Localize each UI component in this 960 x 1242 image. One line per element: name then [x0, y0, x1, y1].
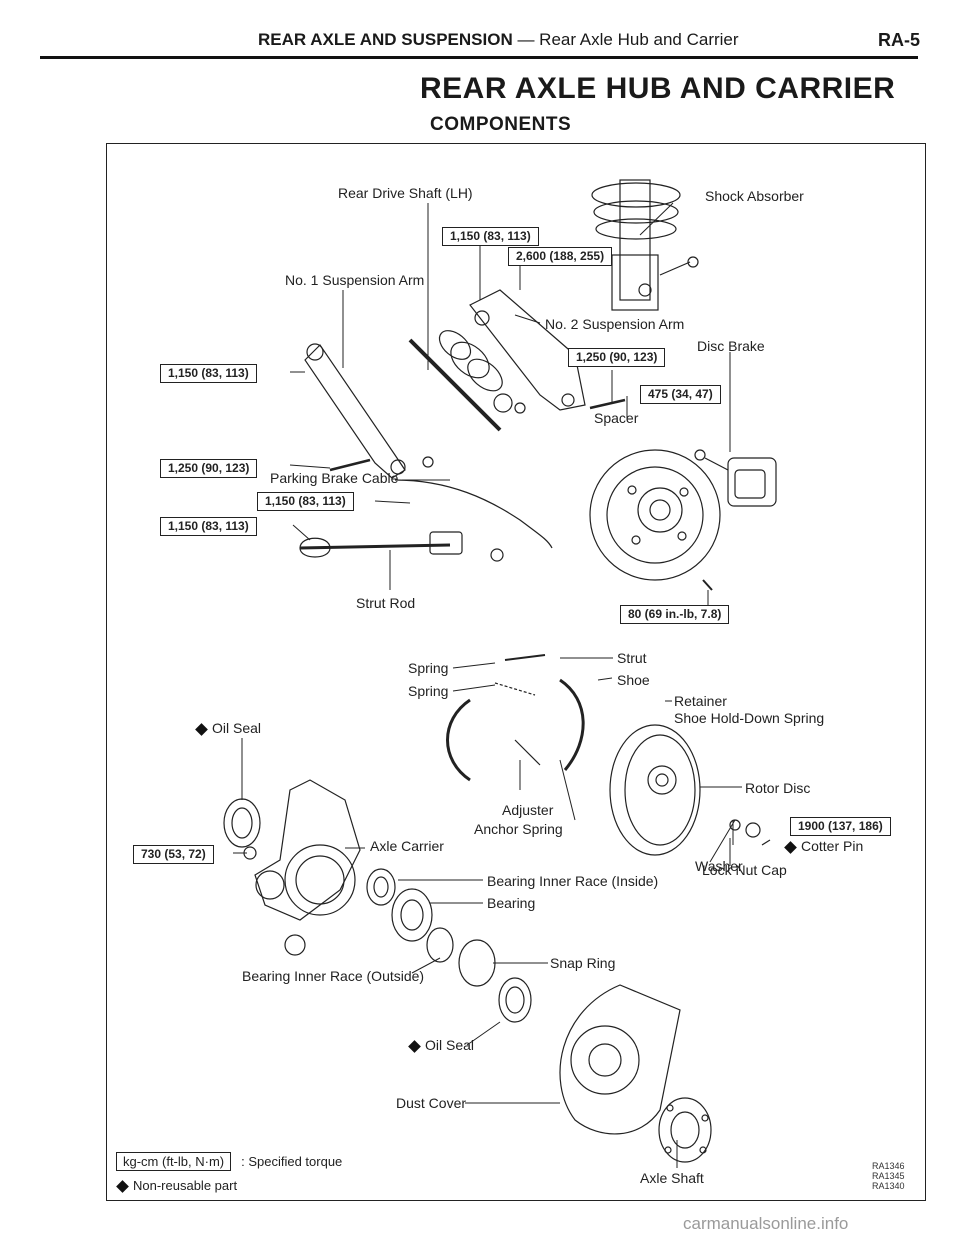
label-oil-seal-lower-text: Oil Seal [425, 1037, 475, 1053]
legend-nonreusable-text: Non-reusable part [133, 1178, 238, 1193]
label-no1-suspension-arm: No. 1 Suspension Arm [285, 272, 425, 288]
hub-assembly-illustration [589, 449, 721, 581]
axle-shaft-illustration [658, 1097, 712, 1163]
diagram-frame [106, 143, 926, 1201]
label-strut: Strut [617, 650, 647, 666]
label-bearing: Bearing [487, 895, 536, 911]
no2-suspension-arm-illustration [469, 289, 586, 411]
ref-code: RA1346 [872, 1161, 905, 1171]
label-shock-absorber: Shock Absorber [705, 188, 804, 204]
snap-ring-illustration [458, 939, 496, 987]
no1-suspension-arm-illustration [304, 344, 406, 479]
label-oil-seal-lower: Oil Seal [408, 1037, 475, 1053]
legend-specified-torque: kg-cm (ft-lb, N·m) : Specified torque [116, 1152, 343, 1171]
label-rotor-disc: Rotor Disc [745, 780, 811, 796]
disc-brake-illustration [694, 449, 777, 507]
nonreusable-diamond-icon [116, 1180, 129, 1193]
label-strut-rod: Strut Rod [356, 595, 416, 611]
torque-box: 1,150 (83, 113) [257, 492, 354, 511]
dust-cover-illustration [559, 984, 681, 1135]
strut-rod-illustration [299, 543, 451, 550]
torque-box: 80 (69 in.-lb, 7.8) [620, 605, 730, 624]
torque-box: 1,150 (83, 113) [160, 364, 257, 383]
legend-nonreusable: Non-reusable part [116, 1178, 238, 1193]
section-subtitle: COMPONENTS [430, 114, 572, 135]
brake-shoes-illustration [446, 654, 585, 782]
rotor-disc-illustration [609, 724, 701, 856]
label-no2-suspension-arm: No. 2 Suspension Arm [545, 316, 685, 332]
label-axle-carrier: Axle Carrier [370, 838, 444, 854]
label-spring-lower: Spring [408, 683, 449, 699]
legend-unit-text: : Specified torque [241, 1154, 343, 1169]
torque-box: 1,250 (90, 123) [568, 348, 666, 367]
legend-unit-box: kg-cm (ft-lb, N·m) [116, 1152, 232, 1171]
label-lock-nut-cap: Lock Nut Cap [702, 862, 787, 878]
nonreusable-diamond-icon [408, 1039, 421, 1053]
label-oil-seal-upper: Oil Seal [195, 720, 262, 736]
label-shoe: Shoe [617, 672, 650, 688]
header-section: REAR AXLE AND SUSPENSION [258, 30, 513, 49]
page-title: REAR AXLE HUB AND CARRIER [420, 72, 896, 105]
label-spacer: Spacer [594, 410, 639, 426]
shock-absorber-illustration [591, 179, 699, 311]
oil-seal-illustration [223, 798, 261, 848]
label-parking-brake-cable: Parking Brake Cable [270, 470, 399, 486]
label-retainer: Retainer [674, 693, 727, 709]
nonreusable-diamond-icon [195, 722, 208, 736]
watermark: carmanualsonline.info [683, 1214, 849, 1233]
label-bearing-inner-race-outside: Bearing Inner Race (Outside) [242, 968, 425, 984]
running-header: REAR AXLE AND SUSPENSION — Rear Axle Hub… [258, 30, 739, 50]
torque-box: 475 (34, 47) [640, 385, 721, 404]
drive-shaft-illustration [408, 330, 526, 432]
label-disc-brake: Disc Brake [697, 338, 765, 354]
label-axle-shaft: Axle Shaft [640, 1170, 704, 1186]
label-snap-ring: Snap Ring [550, 955, 616, 971]
header-subsection: — Rear Axle Hub and Carrier [517, 30, 739, 49]
ref-code: RA1345 [872, 1171, 905, 1181]
torque-box: 2,600 (188, 255) [508, 247, 613, 266]
nonreusable-diamond-icon [784, 840, 797, 854]
header-rule [40, 56, 918, 59]
label-spring-upper: Spring [408, 660, 449, 676]
torque-box: 1,250 (90, 123) [160, 459, 258, 478]
label-washer: Washer [695, 858, 743, 874]
figure-reference-codes: RA1346 RA1345 RA1340 [872, 1161, 905, 1191]
label-adjuster: Adjuster [502, 802, 554, 818]
page-number: RA-5 [878, 30, 921, 50]
torque-box: 1900 (137, 186) [790, 817, 891, 836]
torque-box: 1,150 (83, 113) [442, 227, 539, 246]
label-cotter-pin-text: Cotter Pin [801, 838, 864, 854]
ref-code: RA1340 [872, 1181, 905, 1191]
label-rear-drive-shaft: Rear Drive Shaft (LH) [338, 185, 473, 201]
axle-carrier-illustration [254, 779, 361, 956]
label-cotter-pin: Cotter Pin [784, 838, 864, 854]
label-bearing-inner-race-inside: Bearing Inner Race (Inside) [487, 873, 659, 889]
torque-box: 1,150 (83, 113) [160, 517, 257, 536]
label-anchor-spring: Anchor Spring [474, 821, 563, 837]
label-dust-cover: Dust Cover [396, 1095, 467, 1111]
label-oil-seal-upper-text: Oil Seal [212, 720, 262, 736]
bearing-illustration [391, 888, 433, 942]
torque-box: 730 (53, 72) [133, 845, 214, 864]
parking-brake-cable-illustration [394, 479, 553, 549]
label-shoe-hold-down-spring: Shoe Hold-Down Spring [674, 710, 825, 726]
